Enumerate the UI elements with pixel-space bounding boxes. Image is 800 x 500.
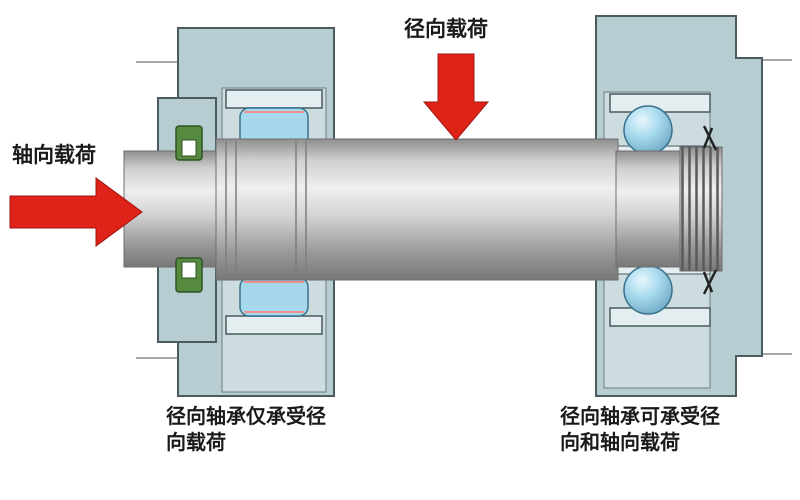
bottom-roller bbox=[239, 277, 309, 317]
right-ball-bearing bbox=[609, 93, 711, 327]
load-arrows bbox=[9, 53, 490, 247]
right-retainer-marks bbox=[702, 125, 718, 295]
radial-load-label: 径向载荷 bbox=[404, 18, 488, 41]
shaft-thread-section bbox=[679, 146, 723, 272]
axial-load-arrow bbox=[9, 177, 143, 247]
right-bearing-caption: 径向轴承可承受径 向和轴向载荷 bbox=[560, 406, 720, 454]
top-ball bbox=[623, 105, 673, 155]
left-bearing-caption: 径向轴承仅承受径 向载荷 bbox=[166, 406, 326, 454]
radial-load-arrow bbox=[422, 53, 490, 141]
shaft bbox=[123, 138, 723, 281]
axial-load-label: 轴向载荷 bbox=[12, 144, 96, 167]
shaft-grooves bbox=[225, 141, 307, 278]
left-seal bbox=[175, 125, 203, 293]
construction-lines bbox=[136, 59, 792, 359]
bottom-ball bbox=[623, 265, 673, 315]
